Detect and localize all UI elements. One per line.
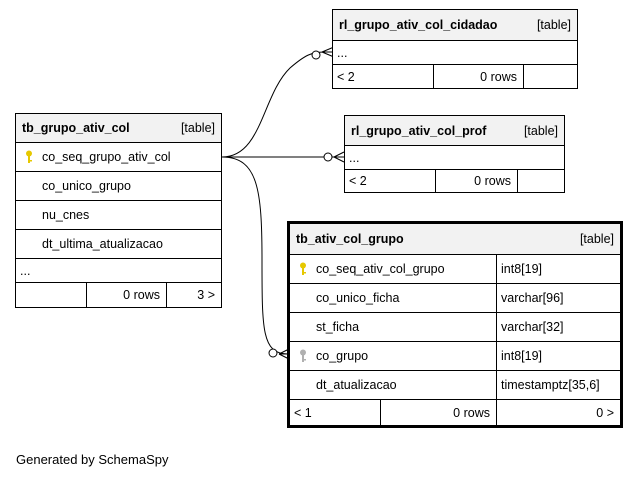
table-tb-grupo-ativ-col[interactable]: tb_grupo_ativ_col [table] co_seq_grupo_a… [15,113,222,308]
parents-count: < 2 [337,69,355,84]
column-type: varchar[96] [496,284,620,312]
table-name: rl_grupo_ativ_col_cidadao [339,18,498,32]
columns-ellipsis: ... [16,259,221,283]
column-name: dt_atualizacao [316,378,397,392]
foreign-key-icon [300,349,306,362]
table-column-row: co_seq_grupo_ativ_col [16,143,221,172]
column-name: co_seq_ativ_col_grupo [316,262,445,276]
children-count [517,170,564,192]
table-column-row: co_unico_grupo [16,172,221,201]
table-header: tb_ativ_col_grupo [table] [290,224,620,255]
row-count: 0 rows [86,283,166,307]
table-footer: < 2 0 rows [345,170,564,192]
primary-key-icon [26,150,32,163]
table-type-label: [table] [579,232,614,246]
column-type: varchar[32] [496,313,620,341]
table-type-label: [table] [180,121,215,135]
parents-count: < 2 [349,174,367,188]
column-name: nu_cnes [42,208,90,222]
children-count: 0 > [496,400,620,425]
generated-by-text: Generated by SchemaSpy [16,452,169,467]
table-header: tb_grupo_ativ_col [table] [16,114,221,143]
columns-ellipsis: ... [333,41,577,65]
table-footer: < 2 0 rows [333,65,577,88]
column-type: int8[19] [496,255,620,283]
table-footer: < 1 0 rows 0 > [290,400,620,425]
table-name: rl_grupo_ativ_col_prof [351,123,487,138]
column-name: st_ficha [316,320,360,334]
table-column-row: dt_atualizacao timestamptz[35,6] [290,371,620,400]
primary-key-icon [300,262,306,275]
row-count: 0 rows [380,400,496,425]
table-tb-ativ-col-grupo[interactable]: tb_ativ_col_grupo [table] co_seq_ativ_co… [287,221,623,428]
relation-ativ-col-grupo [221,156,289,355]
column-name: co_unico_grupo [42,179,131,193]
row-count: 0 rows [435,170,517,192]
children-count [523,65,577,88]
relation-cidadao [221,51,334,158]
row-count: 0 rows [433,65,523,88]
column-type: timestamptz[35,6] [496,371,620,399]
relation-prof-optional-mark [323,152,333,162]
table-column-row: co_grupo int8[19] [290,342,620,371]
table-column-row: co_unico_ficha varchar[96] [290,284,620,313]
table-column-row: co_seq_ativ_col_grupo int8[19] [290,255,620,284]
column-type: int8[19] [496,342,620,370]
columns-ellipsis: ... [345,146,564,170]
table-header: rl_grupo_ativ_col_prof [table] [345,116,564,146]
relation-cidadao-optional-mark [311,50,321,60]
relation-prof-crowfoot [333,151,345,163]
table-header: rl_grupo_ativ_col_cidadao [table] [333,10,577,41]
table-rl-grupo-ativ-col-cidadao[interactable]: rl_grupo_ativ_col_cidadao [table] ... < … [332,9,578,89]
column-name: co_unico_ficha [316,291,400,305]
relation-ativ-col-grupo-optional-mark [268,348,278,358]
table-column-row: nu_cnes [16,201,221,230]
column-name: dt_ultima_atualizacao [42,237,163,251]
table-footer: 0 rows 3 > [16,283,221,307]
parents-count [16,283,86,307]
table-name: tb_grupo_ativ_col [22,121,130,135]
table-type-label: [table] [536,18,571,32]
children-count: 3 > [166,283,221,307]
table-column-row: dt_ultima_atualizacao [16,230,221,259]
column-name: co_grupo [316,349,369,363]
table-column-row: st_ficha varchar[32] [290,313,620,342]
parents-count: < 1 [294,405,312,420]
column-name: co_seq_grupo_ativ_col [42,150,171,164]
table-type-label: [table] [523,123,558,138]
table-rl-grupo-ativ-col-prof[interactable]: rl_grupo_ativ_col_prof [table] ... < 2 0… [344,115,565,193]
table-name: tb_ativ_col_grupo [296,232,404,246]
